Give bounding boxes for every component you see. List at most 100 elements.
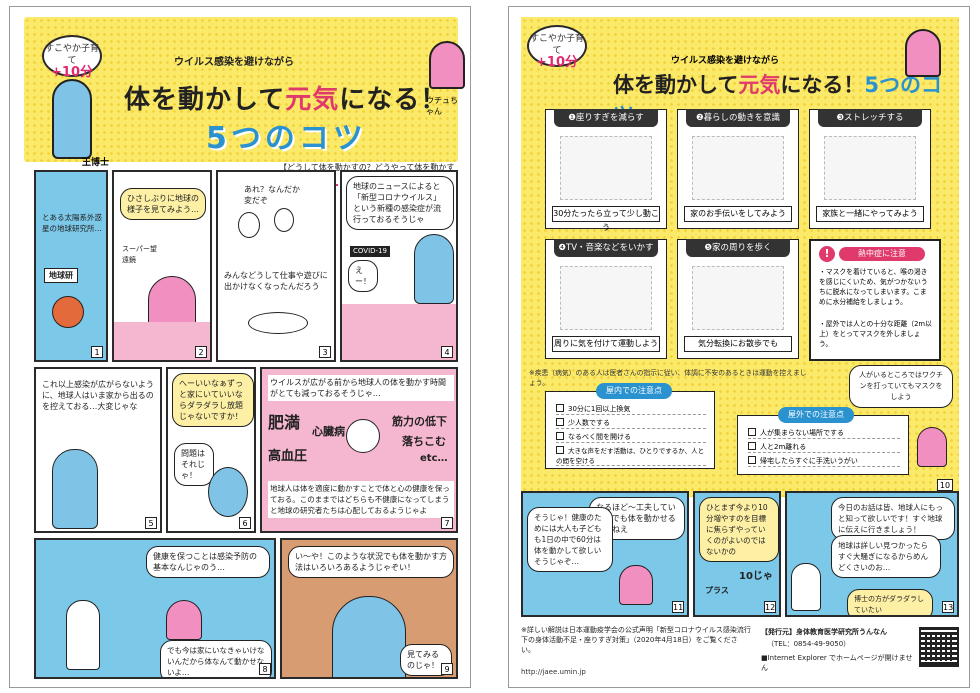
comic-panel-1: とある太陽系外惑星の地球研究所… 地球研 1 (34, 170, 108, 362)
professor-face-icon (332, 596, 406, 677)
panel-11-bubble-b: そうじゃ！健康のためには大人も子どもも1日の中で60分は体を動かして欲しいそうじ… (527, 507, 613, 572)
tip-card-4: ❹TV・音楽などをいかす 周りに気を付けて運動しよう (545, 239, 667, 359)
tip-heading: ❶座りすぎを減らす (554, 109, 658, 127)
tip-caption: 気分転換にお散歩でも (684, 336, 792, 352)
tip-heading: ❺家の周りを歩く (686, 239, 790, 257)
telescope-label: スーパー望遠鏡 (122, 245, 157, 264)
word-heart: 心臓病 (312, 425, 345, 438)
badge-number: +10分 (51, 65, 93, 80)
alien-icon (166, 600, 202, 640)
subtitle: ウイルス感染を避けながら (671, 56, 780, 66)
panel-number: 7 (441, 517, 453, 529)
panel-number: 8 (259, 663, 271, 675)
planet-icon (52, 296, 84, 328)
checkbox-icon (748, 456, 756, 464)
panel-13-bubble-a: 今日のお話は皆、地球人にもっと知って欲しいです！すぐ地球に伝えに行きましょう！ (831, 497, 955, 540)
professor-icon (414, 234, 454, 304)
title-part-a: 体を動かして (124, 85, 286, 115)
panel-1-text: とある太陽系外惑星の地球研究所… (42, 213, 102, 233)
plus-label: プラス (705, 586, 729, 595)
person-icon (238, 212, 260, 238)
comic-panel-2: ひさしぶりに地球の様子を見てみよう… スーパー望遠鏡 2 (112, 170, 212, 362)
comic-panel-5: これ以上感染が広がらないように、地球人はいま家から出るのを控えておる…大変じゃな… (34, 367, 162, 533)
badge: すこやか子育て+10分 (527, 25, 587, 70)
word-obesity: 肥満 (268, 413, 301, 432)
right-page: すこやか子育て+10分 ウイルス感染を避けながら 体を動かして元気になる！5つの… (508, 6, 970, 688)
indoor-item: 30分に1回以上換気 (556, 404, 706, 415)
word-pressure: 高血圧 (268, 449, 308, 464)
comic-panel-7: ウイルスが広がる前から地球人の体を動かす時間がとても減っておるそうじゃ… 肥満 … (260, 367, 458, 533)
panel-9-bubble-b: 見てみるのじゃ！ (400, 644, 452, 676)
outdoor-item: 人が集まらない場所でする (748, 428, 900, 439)
outdoor-item-text: 人と2m離れる (760, 443, 807, 451)
right-header: すこやか子育て+10分 ウイルス感染を避けながら 体を動かして元気になる！5つの… (521, 17, 959, 497)
panel-7-bottom-text: 地球人は体を適度に動かすことで体と心の健康を保っておる。このままではどちらも不健… (268, 481, 454, 518)
panel-number: 5 (145, 517, 157, 529)
panel-number: 9 (441, 663, 453, 675)
qr-code-icon[interactable] (919, 627, 959, 667)
checkbox-icon (556, 446, 564, 454)
news-screen-label: COVID-19 (350, 246, 390, 257)
badge-number: +10分 (536, 55, 578, 70)
indoor-item: なるべく間を開ける (556, 432, 706, 443)
tip-caption: 家のお手伝いをしてみよう (684, 206, 792, 222)
word-etc: etc… (420, 453, 448, 464)
panel-3-text-b: みんなどうして仕事や遊びに出かけなくなったんだろう (224, 271, 328, 291)
mask-bubble: 人がいるところではワクチンを打っていてもマスクをしよう (849, 365, 953, 408)
title-part-c: になる！ (339, 85, 448, 115)
heatstroke-text-2: ・屋外では人との十分な距離（2m以上）をとってマスクを外しましょう。 (819, 320, 932, 348)
professor-icon (52, 449, 98, 529)
tip-heading: ❹TV・音楽などをいかす (554, 239, 658, 257)
tip-card-5: ❺家の周りを歩く 気分転換にお散歩でも (677, 239, 799, 359)
panel-number: 10 (937, 479, 953, 491)
outdoor-checklist: 屋外での注意点 人が集まらない場所でする 人と2m離れる 帰宅したらすぐに手洗い… (737, 407, 909, 475)
panel-13-bubble-c: 博士の方がダラダラしていたい (847, 589, 933, 615)
panel-2-bubble: ひさしぶりに地球の様子を見てみよう… (120, 188, 206, 220)
sleeping-person-icon (248, 312, 308, 334)
tip-caption: 家族と一緒にやってみよう (816, 206, 924, 222)
professor-character-icon (52, 79, 92, 159)
checkbox-icon (748, 428, 756, 436)
left-page: すこやか子育て+10分 ウイルス感染を避けながら 体を動かして元気になる！ 5つ… (9, 6, 471, 688)
panel-number: 13 (942, 601, 954, 613)
page-subtitle: 5つのコツ (206, 121, 367, 156)
reference-link[interactable]: http://jaee.umin.jp (521, 668, 586, 676)
title-part-b: 元気 (285, 85, 340, 115)
panel-6-bubble-b: 問題はそれじゃ！ (174, 443, 214, 486)
professor-icon (791, 563, 821, 611)
alien-icon (619, 565, 653, 605)
panel-number: 6 (239, 517, 251, 529)
checkbox-icon (748, 442, 756, 450)
indoor-item-text: 30分に1回以上換気 (568, 405, 631, 413)
panel-number: 1 (91, 346, 103, 358)
word-depress: 落ちこむ (402, 435, 446, 448)
comic-panel-12: ひとまず今より10分増やすのを目標に焦らずやっていくのがよいのではないかの プラ… (693, 491, 781, 617)
panel-4-floor (342, 304, 456, 360)
tip-illustration (692, 136, 784, 200)
professor-icon (66, 600, 100, 670)
comic-panel-13: 今日のお話は皆、地球人にもっと知って欲しいです！すぐ地球に伝えに行きましょう！ … (785, 491, 959, 617)
tip-caption: 周りに気を付けて運動しよう (552, 336, 660, 352)
word-muscle: 筋力の低下 (392, 415, 447, 428)
indoor-title: 屋内での注意点 (596, 383, 672, 399)
tip-heading: ❸ストレッチする (818, 109, 922, 127)
indoor-item-text: なるべく間を開ける (568, 433, 631, 441)
tip-illustration (560, 136, 652, 200)
panel-13-bubble-b: 地球は詳しい見つかったらすぐ大騒ぎになるからめんどくさいのお… (831, 535, 941, 578)
checkbox-icon (556, 432, 564, 440)
caution-note: ※疾患（病気）のある人は医者さんの指示に従い、体調に不安のあるときは運動を控えま… (529, 369, 807, 387)
warning-icon: ! (819, 246, 835, 262)
panel-4-exclaim: えー！ (348, 260, 378, 292)
tip-illustration (692, 266, 784, 330)
page-title: 体を動かして元気になる！ (124, 79, 447, 116)
panel-8-bubble-b: でも今は家にいなきゃいけないんだから体なんて動かせないよ… (160, 640, 272, 677)
indoor-item-text: 大きな声をだす活動は、ひとりでするか、人との間を空ける (556, 447, 705, 465)
indoor-item-text: 少人数でする (568, 419, 610, 427)
alien-character-icon (429, 41, 465, 89)
ie-note: ■Internet Explorer でホームページが開けません (761, 654, 913, 672)
title-part-b: 元気 (738, 73, 781, 97)
outdoor-item: 帰宅したらすぐに手洗いうがい (748, 456, 900, 467)
title-part-c: になる！ (780, 73, 865, 97)
comic-panel-4: 地球のニュースによると「新型コロナウイルス」という新種の感染症が流行っておるそう… (340, 170, 458, 362)
panel-7-top-text: ウイルスが広がる前から地球人の体を動かす時間がとても減っておるそうじゃ… (268, 375, 454, 401)
